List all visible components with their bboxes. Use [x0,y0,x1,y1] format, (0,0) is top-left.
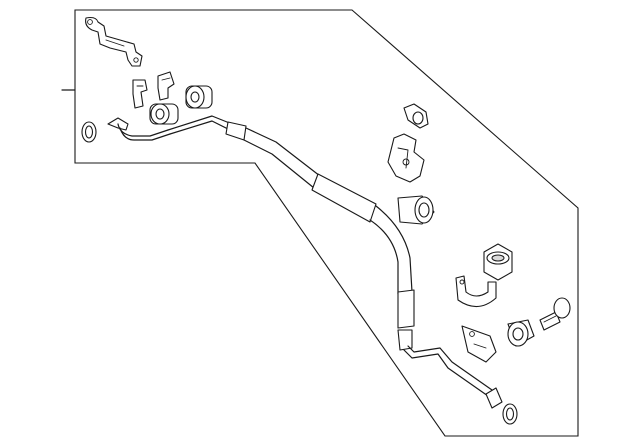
insulator-icon [483,243,513,281]
grommet-icon [397,195,435,225]
clamp-icon [455,275,497,308]
o-ring-icon [502,403,518,425]
diagram-boundary [74,9,579,437]
o-ring-icon [81,121,97,143]
bushing-icon [185,85,213,109]
insulator-icon [403,103,429,129]
bushing-icon [149,103,179,125]
bracket-icon [387,133,425,183]
bushing-icon [507,319,535,347]
hose-icon [107,115,503,409]
clip-icon [157,71,175,101]
bracket-icon [461,325,497,363]
bolt-icon [539,297,571,331]
clip-icon [132,79,148,109]
bracket-icon [85,16,143,67]
